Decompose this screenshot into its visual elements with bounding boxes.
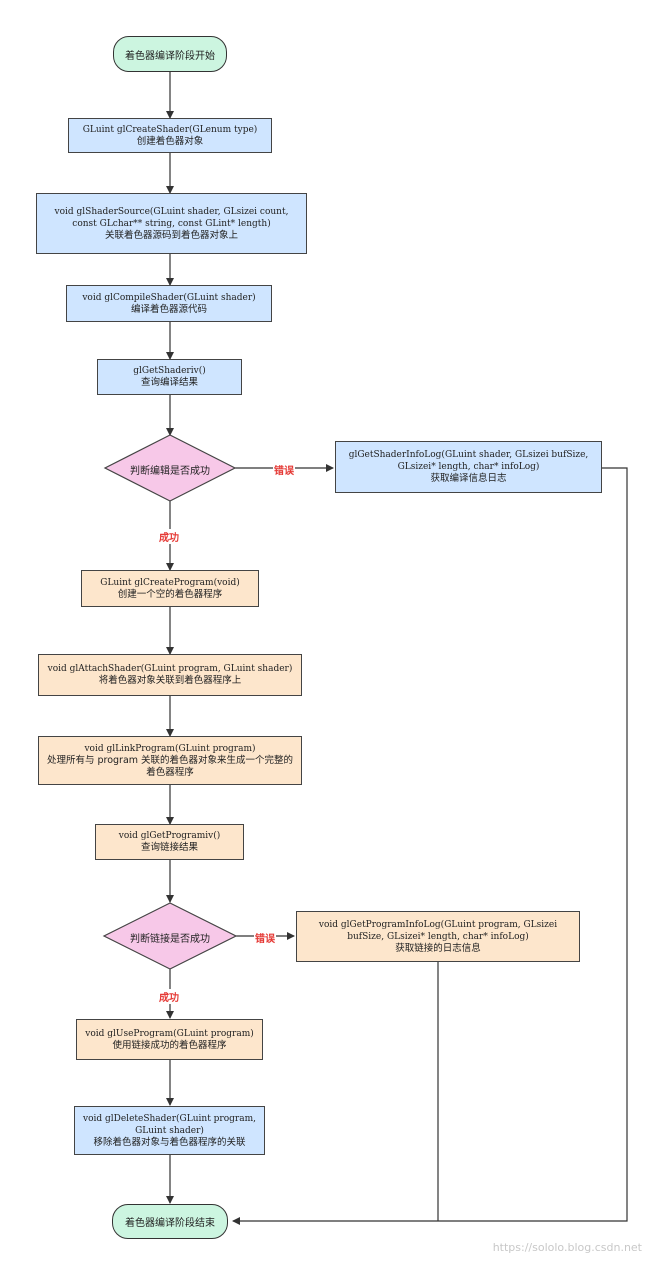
link-program-code: void glLinkProgram(GLuint program)	[84, 743, 256, 754]
delete-shader-node: void glDeleteShader(GLuint program, GLui…	[74, 1106, 265, 1155]
compile-shader-code: void glCompileShader(GLuint shader)	[82, 292, 256, 303]
create-program-node: GLuint glCreateProgram(void) 创建一个空的着色器程序	[81, 570, 259, 607]
compile-shader-node: void glCompileShader(GLuint shader) 编译着色…	[66, 285, 272, 322]
attach-shader-node: void glAttachShader(GLuint program, GLui…	[38, 654, 302, 696]
shader-info-log-desc: 获取编译信息日志	[430, 473, 507, 484]
program-info-log-code: void glGetProgramInfoLog(GLuint program,…	[318, 919, 558, 942]
delete-shader-desc: 移除着色器对象与着色器程序的关联	[93, 1136, 246, 1148]
end-node: 着色器编译阶段结束	[112, 1204, 228, 1239]
attach-shader-code: void glAttachShader(GLuint program, GLui…	[47, 664, 293, 674]
get-shaderiv-desc: 查询编译结果	[140, 377, 198, 388]
create-program-code: GLuint glCreateProgram(void)	[100, 577, 240, 588]
get-programiv-node: void glGetProgramiv() 查询链接结果	[95, 824, 244, 860]
create-program-desc: 创建一个空的着色器程序	[117, 588, 223, 600]
program-info-log-desc: 获取链接的日志信息	[395, 942, 481, 954]
shader-source-desc: 关联着色器源码到着色器对象上	[104, 229, 238, 241]
get-programiv-desc: 查询链接结果	[140, 842, 198, 853]
use-program-desc: 使用链接成功的着色器程序	[112, 1039, 227, 1051]
get-programiv-code: void glGetProgramiv()	[118, 831, 221, 841]
program-info-log-node: void glGetProgramInfoLog(GLuint program,…	[296, 911, 580, 962]
decision-compile-shape	[103, 434, 237, 502]
attach-shader-desc: 将着色器对象关联到着色器程序上	[98, 675, 242, 686]
use-program-code: void glUseProgram(GLuint program)	[85, 1028, 254, 1039]
compile-shader-desc: 编译着色器源代码	[130, 303, 207, 315]
create-shader-node: GLuint glCreateShader(GLenum type) 创建着色器…	[68, 118, 272, 153]
compile-error-label: 错误	[273, 462, 295, 477]
decision-link-shape	[102, 902, 238, 970]
get-shaderiv-node: glGetShaderiv() 查询编译结果	[97, 359, 242, 395]
shader-source-code: void glShaderSource(GLuint shader, GLsiz…	[54, 206, 289, 229]
edge-shaderlog-end	[232, 467, 628, 1225]
use-program-node: void glUseProgram(GLuint program) 使用链接成功…	[76, 1019, 263, 1060]
link-success-label: 成功	[158, 989, 180, 1004]
get-shaderiv-code: glGetShaderiv()	[133, 366, 206, 376]
compile-success-label: 成功	[158, 529, 180, 544]
delete-shader-code: void glDeleteShader(GLuint program, GLui…	[83, 1113, 256, 1136]
create-shader-code: GLuint glCreateShader(GLenum type)	[82, 124, 258, 135]
link-program-node: void glLinkProgram(GLuint program) 处理所有与…	[38, 736, 302, 785]
create-shader-desc: 创建着色器对象	[136, 135, 204, 147]
watermark: https://sololo.blog.csdn.net	[492, 1241, 642, 1254]
shader-source-node: void glShaderSource(GLuint shader, GLsiz…	[36, 193, 307, 254]
shader-info-log-node: glGetShaderInfoLog(GLuint shader, GLsize…	[335, 441, 602, 493]
link-error-label: 错误	[254, 930, 276, 945]
shader-info-log-code: glGetShaderInfoLog(GLuint shader, GLsize…	[348, 450, 589, 472]
decision-compile-label: 判断编辑是否成功	[130, 466, 210, 477]
decision-link-label: 判断链接是否成功	[130, 934, 210, 945]
link-program-desc: 处理所有与 program 关联的着色器对象来生成一个完整的着色器程序	[46, 754, 294, 778]
start-node: 着色器编译阶段开始	[113, 36, 227, 72]
